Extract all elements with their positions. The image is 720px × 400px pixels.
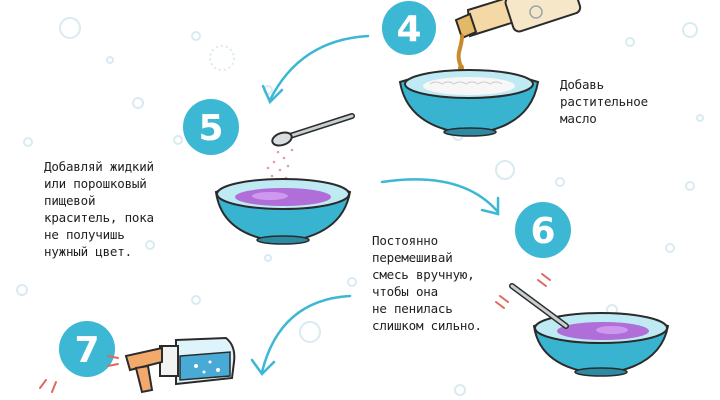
spray-mist bbox=[39, 379, 57, 393]
step-number: 4 bbox=[396, 9, 421, 50]
step-7: 7 bbox=[39, 321, 236, 394]
arrow-icon bbox=[250, 294, 352, 376]
step-5: 5 bbox=[183, 99, 355, 245]
oil-bottle-icon bbox=[454, 0, 582, 40]
step-number-circle bbox=[515, 202, 571, 258]
spoon-icon bbox=[509, 283, 569, 329]
step-number-circle bbox=[183, 99, 239, 155]
step-6-text: Постоянно перемешивай смесь вручную, что… bbox=[372, 233, 482, 333]
step-number-circle bbox=[382, 1, 436, 55]
step-5-text: Добавляй жидкий или порошковый пищевой к… bbox=[44, 159, 154, 259]
step-number: 7 bbox=[74, 330, 99, 371]
bowl-icon bbox=[214, 178, 352, 245]
step-number-circle bbox=[59, 321, 115, 377]
spray-bottle-icon bbox=[107, 336, 236, 394]
motion-marks bbox=[495, 273, 551, 309]
bowl-icon bbox=[398, 69, 540, 137]
step-number: 6 bbox=[530, 211, 555, 252]
step-4-text: Добавь растительное масло bbox=[560, 77, 648, 126]
spoon-icon bbox=[271, 113, 355, 147]
arrow-icon bbox=[261, 34, 370, 105]
bowl-icon bbox=[532, 312, 670, 377]
step-4: 4 bbox=[382, 0, 582, 137]
oil-drip bbox=[456, 34, 464, 66]
step-6: 6 bbox=[495, 202, 670, 377]
step-number: 5 bbox=[198, 108, 223, 149]
arrow-icon bbox=[380, 178, 500, 216]
